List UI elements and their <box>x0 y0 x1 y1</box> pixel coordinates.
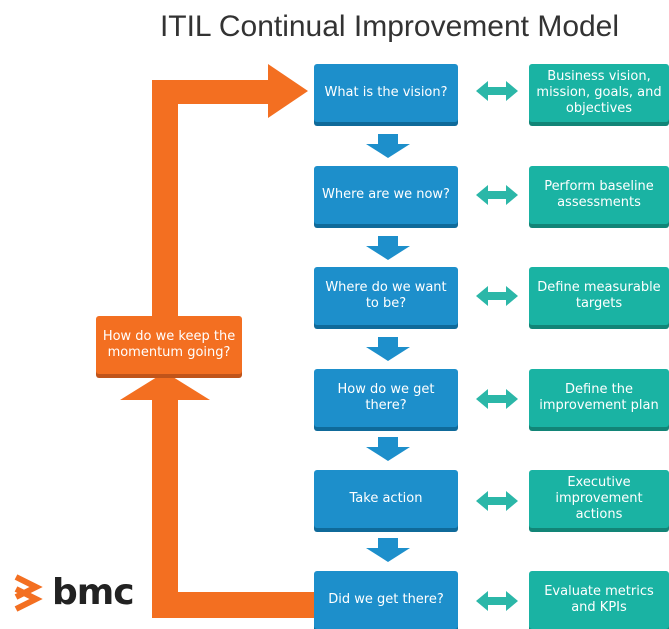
bidirectional-arrow-icon <box>476 389 518 409</box>
step-action-now: Perform baseline assessments <box>529 166 669 224</box>
step-action-did: Evaluate metrics and KPIs <box>529 571 669 629</box>
page-title: ITIL Continual Improvement Model <box>159 10 620 43</box>
bidirectional-arrow-icon <box>476 81 518 101</box>
step-question-did: Did we get there? <box>314 571 458 629</box>
step-question-now: Where are we now? <box>314 166 458 224</box>
step-action-vision: Business vision, mission, goals, and obj… <box>529 64 669 122</box>
bmc-logo-icon <box>14 573 43 612</box>
loop-arrow-right <box>152 64 308 318</box>
bidirectional-arrows <box>476 81 518 611</box>
step-question-action: Take action <box>314 470 458 528</box>
step-action-how: Define the improvement plan <box>529 369 669 427</box>
down-arrow-icon <box>366 134 410 158</box>
down-arrows <box>366 134 410 562</box>
bidirectional-arrow-icon <box>476 286 518 306</box>
down-arrow-icon <box>366 236 410 260</box>
down-arrow-icon <box>366 337 410 361</box>
loop-question-momentum: How do we keep the momentum going? <box>96 316 242 374</box>
step-question-want: Where do we want to be? <box>314 267 458 325</box>
loop-arrow-up <box>120 372 314 618</box>
bidirectional-arrow-icon <box>476 185 518 205</box>
bmc-logo: bmc <box>12 572 135 613</box>
step-action-want: Define measurable targets <box>529 267 669 325</box>
step-question-vision: What is the vision? <box>314 64 458 122</box>
bidirectional-arrow-icon <box>476 491 518 511</box>
bidirectional-arrow-icon <box>476 591 518 611</box>
down-arrow-icon <box>366 437 410 461</box>
step-action-action: Executive improvement actions <box>529 470 669 528</box>
down-arrow-icon <box>366 538 410 562</box>
bmc-logo-text: bmc <box>52 572 135 613</box>
step-question-how: How do we get there? <box>314 369 458 427</box>
